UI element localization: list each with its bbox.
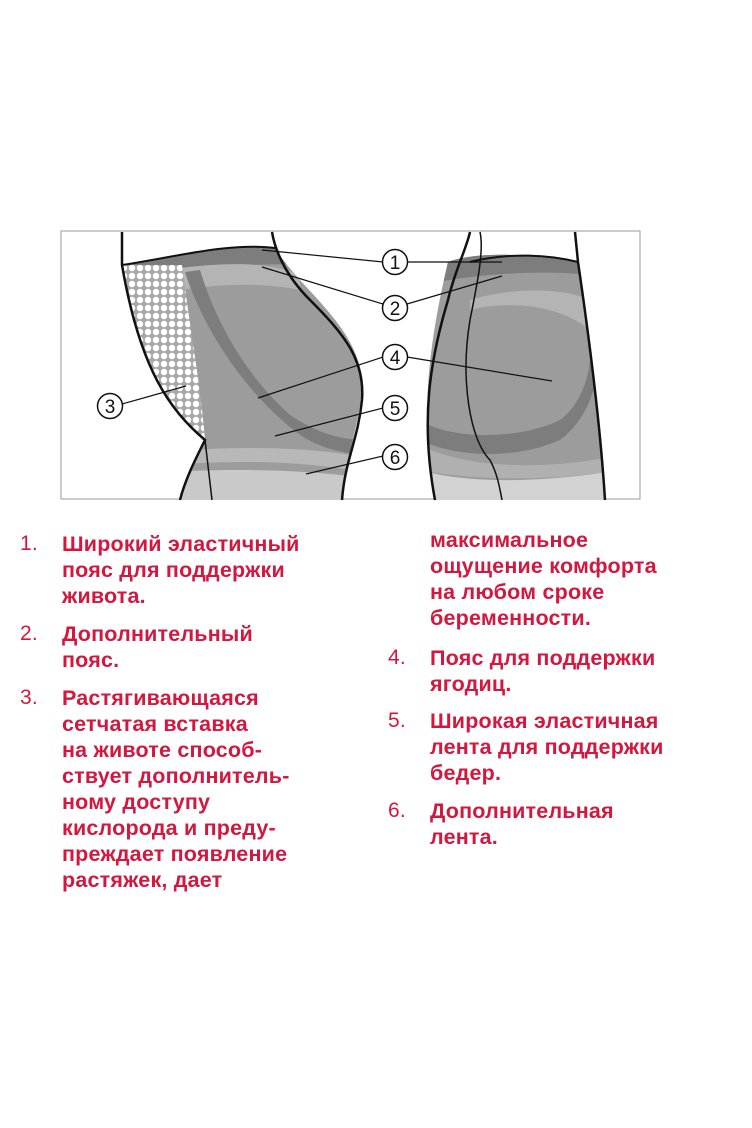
list-item-3: 3. Растягивающаяся сетчатая вставка на ж… xyxy=(20,685,290,893)
item-line: Широкая эластичная xyxy=(430,709,659,733)
list-item-1: 1. Широкий эластичный пояс для поддержки… xyxy=(20,531,300,609)
garment-diagram: 1 2 3 4 5 6 xyxy=(60,230,641,501)
svg-text:3: 3 xyxy=(105,397,116,418)
callout-2: 2 xyxy=(381,294,409,322)
back-view-figure xyxy=(427,254,605,500)
item-line: ягодиц. xyxy=(430,672,512,696)
item-line: лента. xyxy=(430,825,498,849)
leader-lines xyxy=(121,249,553,475)
item-line: растяжек, дает xyxy=(62,868,223,892)
list-item-3-continued: максимальное ощущение комфорта на любом … xyxy=(430,527,657,631)
item-line: беременности. xyxy=(430,606,592,630)
svg-text:5: 5 xyxy=(390,399,401,420)
item-number: 5. xyxy=(388,709,406,732)
mesh-insert xyxy=(122,265,205,440)
item-line: ощущение комфорта xyxy=(430,554,657,578)
item-line: максимальное xyxy=(430,528,589,552)
item-line: на любом сроке xyxy=(430,580,605,604)
item-line: на животе способ- xyxy=(62,738,263,762)
callout-3: 3 xyxy=(96,392,124,420)
callout-6: 6 xyxy=(381,443,409,471)
callout-5: 5 xyxy=(381,394,409,422)
item-line: ному доступу xyxy=(62,790,211,814)
callout-1: 1 xyxy=(381,248,409,276)
item-line: пояс. xyxy=(62,648,120,672)
item-line: Дополнительный xyxy=(62,622,253,646)
list-item-2: 2. Дополнительный пояс. xyxy=(20,621,253,673)
svg-text:2: 2 xyxy=(390,299,401,320)
item-number: 4. xyxy=(388,646,406,669)
item-line: сетчатая вставка xyxy=(62,712,248,736)
item-line: лента для поддержки xyxy=(430,735,664,759)
item-number: 3. xyxy=(20,686,38,709)
item-line: живота. xyxy=(62,584,146,608)
callout-4: 4 xyxy=(381,343,409,371)
item-line: пояс для поддержки xyxy=(62,558,285,582)
item-line: преждает появление xyxy=(62,842,288,866)
item-line: Пояс для поддержки xyxy=(430,646,656,670)
item-number: 1. xyxy=(20,532,38,555)
item-line: Растягивающаяся xyxy=(62,686,259,710)
svg-text:6: 6 xyxy=(390,448,401,469)
item-number: 6. xyxy=(388,799,406,822)
item-line: ствует дополнитель- xyxy=(62,764,290,788)
item-line: Широкий эластичный xyxy=(62,532,300,556)
svg-text:4: 4 xyxy=(390,348,401,369)
item-line: бедер. xyxy=(430,761,502,785)
item-number: 2. xyxy=(20,622,38,645)
list-item-5: 5. Широкая эластичная лента для поддержк… xyxy=(388,708,664,786)
list-item-6: 6. Дополнительная лента. xyxy=(388,798,614,850)
item-line: Дополнительная xyxy=(430,799,614,823)
list-item-4: 4. Пояс для поддержки ягодиц. xyxy=(388,645,655,697)
item-line: кислорода и преду- xyxy=(62,816,276,840)
svg-text:1: 1 xyxy=(390,253,401,274)
